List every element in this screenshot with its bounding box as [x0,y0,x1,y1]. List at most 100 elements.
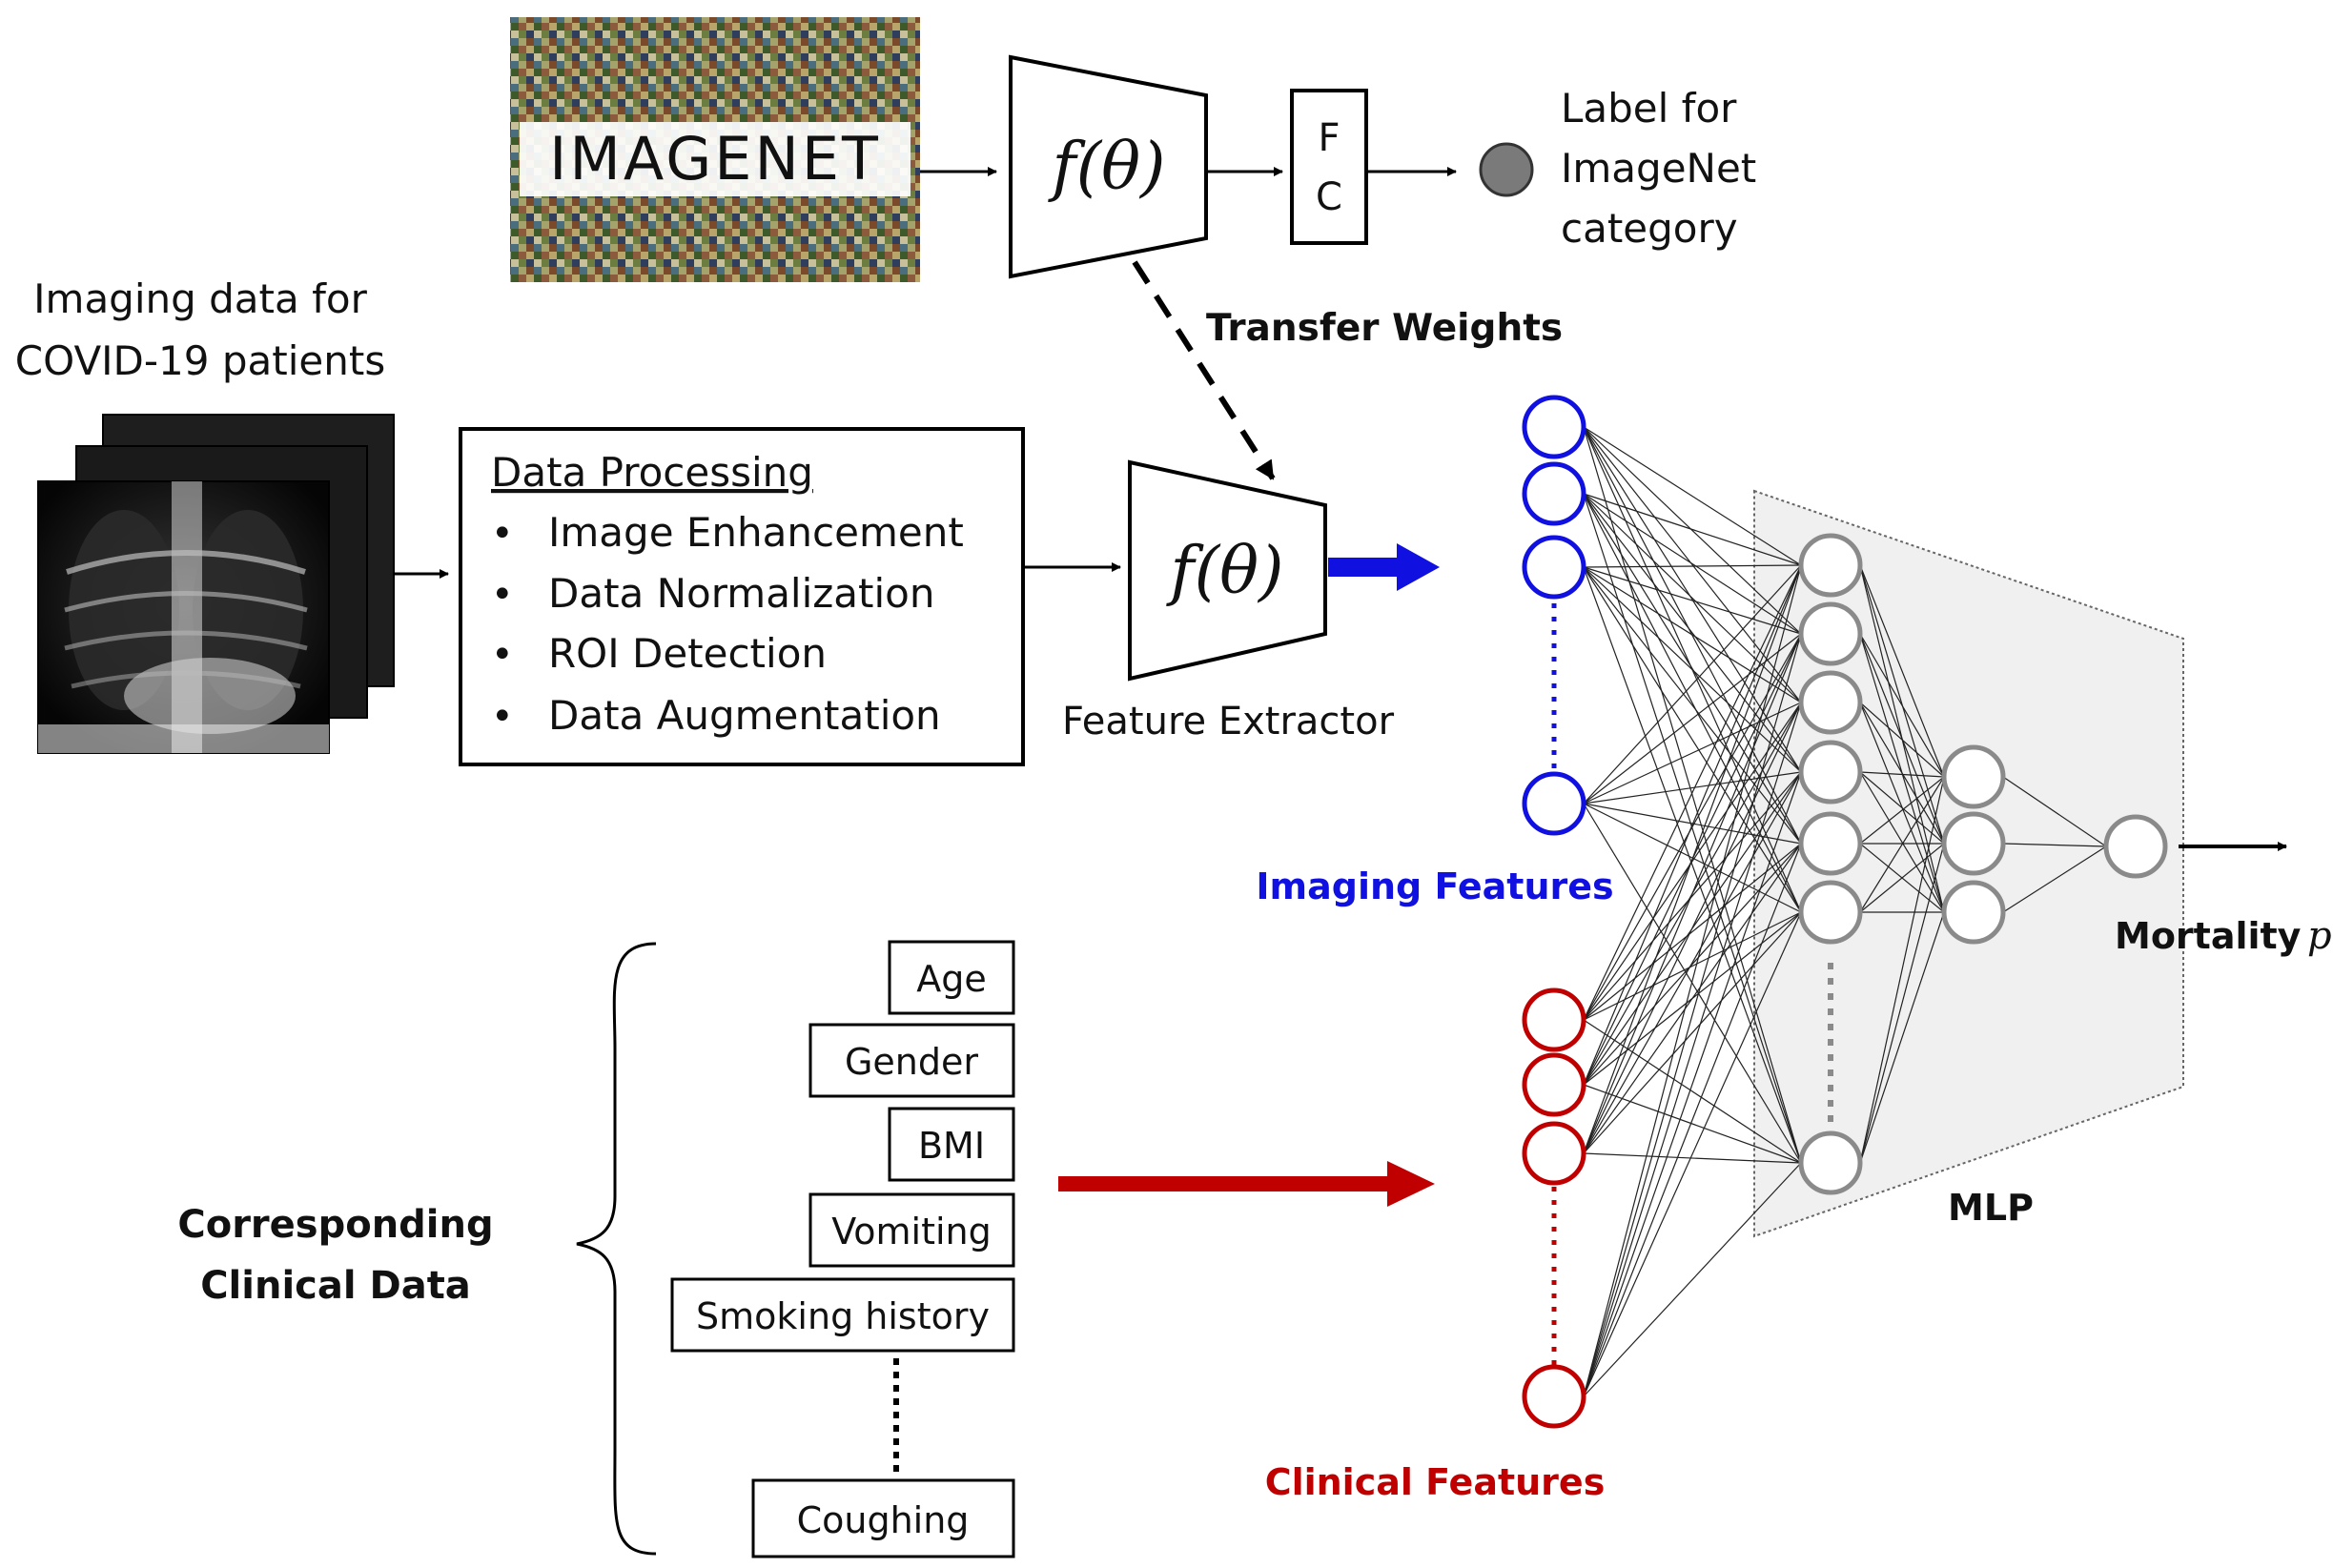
connection-hidden2-1-output [2002,776,2107,847]
fc-label-bottom: C [1316,175,1342,219]
clinical-node-1 [1522,988,1586,1052]
connection-hidden1-5-hidden2-1 [1859,776,1945,845]
processing-step-3: ROI Detection [548,630,827,677]
processing-step-2: Data Normalization [548,570,935,617]
connection-input-4-hidden1-1 [1583,564,1802,804]
hidden1-node-7 [1798,1130,1863,1195]
connection-input-6-hidden1-7 [1583,1084,1802,1164]
connection-input-3-hidden1-6 [1583,566,1802,913]
connection-input-1-hidden1-4 [1583,426,1802,773]
connection-input-2-hidden1-2 [1583,493,1802,635]
clinical-item-smoking-label: Smoking history [696,1295,990,1337]
clinical-item-coughing-label: Coughing [797,1499,970,1541]
connection-input-4-hidden1-7 [1583,803,1802,1164]
clinical-node-2 [1522,1052,1586,1117]
clinical-features-label: Clinical Features [1265,1461,1606,1503]
connection-hidden1-7-hidden2-1 [1859,776,1945,1164]
feature-extractor-label: Feature Extractor [1062,700,1395,743]
connection-input-2-hidden1-5 [1583,493,1802,845]
connection-input-5-hidden1-1 [1583,564,1802,1021]
imaging-node-3 [1522,535,1586,600]
extractor-function-label: f(θ) [1165,534,1283,609]
hidden1-node-2 [1798,601,1863,666]
hidden1-node-1 [1798,533,1863,598]
clinical-item-smoking [670,1277,1015,1353]
processing-bullet-2: • [491,573,514,617]
connection-input-5-hidden1-5 [1583,843,1802,1021]
connection-input-5-hidden1-4 [1583,771,1802,1021]
connection-hidden1-4-hidden2-3 [1859,771,1945,913]
connection-input-1-hidden1-1 [1583,426,1802,566]
processing-bullet-1: • [491,512,514,556]
network-connections [1583,426,2107,1397]
connection-hidden1-6-hidden2-2 [1859,843,1945,913]
processing-title: Data Processing [491,449,813,496]
hidden1-node-3 [1798,670,1863,735]
clinical-item-age [888,940,1015,1015]
xray-front [37,480,330,754]
connection-input-8-hidden1-2 [1583,633,1802,1397]
connection-hidden1-4-hidden2-1 [1859,771,1945,778]
imagenet-logo-text: IMAGENET [549,124,881,193]
output-node [2103,814,2168,879]
clinical-node-n [1522,1364,1586,1429]
mortality-label: Mortality [2115,915,2302,957]
connection-input-7-hidden1-2 [1583,633,1802,1154]
connection-hidden1-6-hidden2-1 [1859,776,1945,913]
connection-input-3-hidden1-1 [1583,564,1802,568]
imagenet-function-label: f(θ) [1047,130,1165,205]
imagenet-label-line-3: category [1561,205,1738,252]
connection-hidden1-4-hidden2-2 [1859,771,1945,845]
hidden2-node-1 [1941,744,2006,809]
extractor-trapezoid [1128,459,1327,682]
imagenet-label-node [1479,142,1534,197]
feature-extractor: f(θ) [1128,459,1327,682]
connection-input-2-hidden1-7 [1583,493,1802,1164]
processing-step-1: Image Enhancement [548,509,964,556]
imagenet-logo-plate [520,122,911,196]
transfer-weights-label: Transfer Weights [1206,307,1563,350]
hidden2-node-3 [1941,880,2006,945]
clinical-item-gender-label: Gender [845,1041,978,1083]
connection-hidden2-2-output [2002,843,2107,847]
hidden1-node-4 [1798,740,1863,804]
data-processing-box: Data Processing • Image Enhancement • Da… [459,427,1025,766]
clinical-brace [576,942,657,1556]
imagenet-banner: IMAGENET [510,17,920,282]
connection-input-8-hidden1-3 [1583,702,1802,1397]
connection-input-7-hidden1-3 [1583,702,1802,1154]
imaging-node-2 [1522,461,1586,526]
clinical-item-bmi [888,1107,1015,1182]
processing-step-4: Data Augmentation [548,692,941,739]
transfer-weights-arrow [1132,260,1276,480]
connection-input-2-hidden1-6 [1583,493,1802,913]
connection-hidden1-7-hidden2-2 [1859,843,1945,1164]
processing-bullet-4: • [491,695,514,739]
clinical-title-line-2: Clinical Data [200,1264,471,1308]
clinical-item-vomiting-label: Vomiting [831,1211,992,1252]
red-feature-arrow [1058,1161,1435,1207]
connection-hidden1-3-hidden2-1 [1859,702,1945,778]
connection-input-7-hidden1-1 [1583,564,1802,1154]
connection-input-6-hidden1-5 [1583,843,1802,1086]
blue-feature-arrow [1328,543,1440,591]
fc-layer: F C [1290,89,1368,245]
clinical-item-coughing [751,1478,1015,1558]
connection-input-3-hidden1-2 [1583,566,1802,635]
connection-input-3-hidden1-4 [1583,566,1802,773]
clinical-item-vomiting [808,1192,1015,1268]
hidden2-node-2 [1941,811,2006,876]
connection-hidden2-3-output [2002,845,2107,913]
connection-input-2-hidden1-4 [1583,493,1802,773]
network-nodes [1522,395,2168,1429]
imaging-node-1 [1522,395,1586,459]
connection-hidden1-1-hidden2-1 [1859,564,1945,778]
connection-input-5-hidden1-6 [1583,911,1802,1021]
clinical-title-line-1: Corresponding [177,1203,493,1247]
connection-input-7-hidden1-6 [1583,911,1802,1154]
connection-input-5-hidden1-3 [1583,702,1802,1021]
connection-input-8-hidden1-5 [1583,843,1802,1397]
connection-input-7-hidden1-5 [1583,843,1802,1154]
connection-hidden1-7-hidden2-3 [1859,911,1945,1164]
